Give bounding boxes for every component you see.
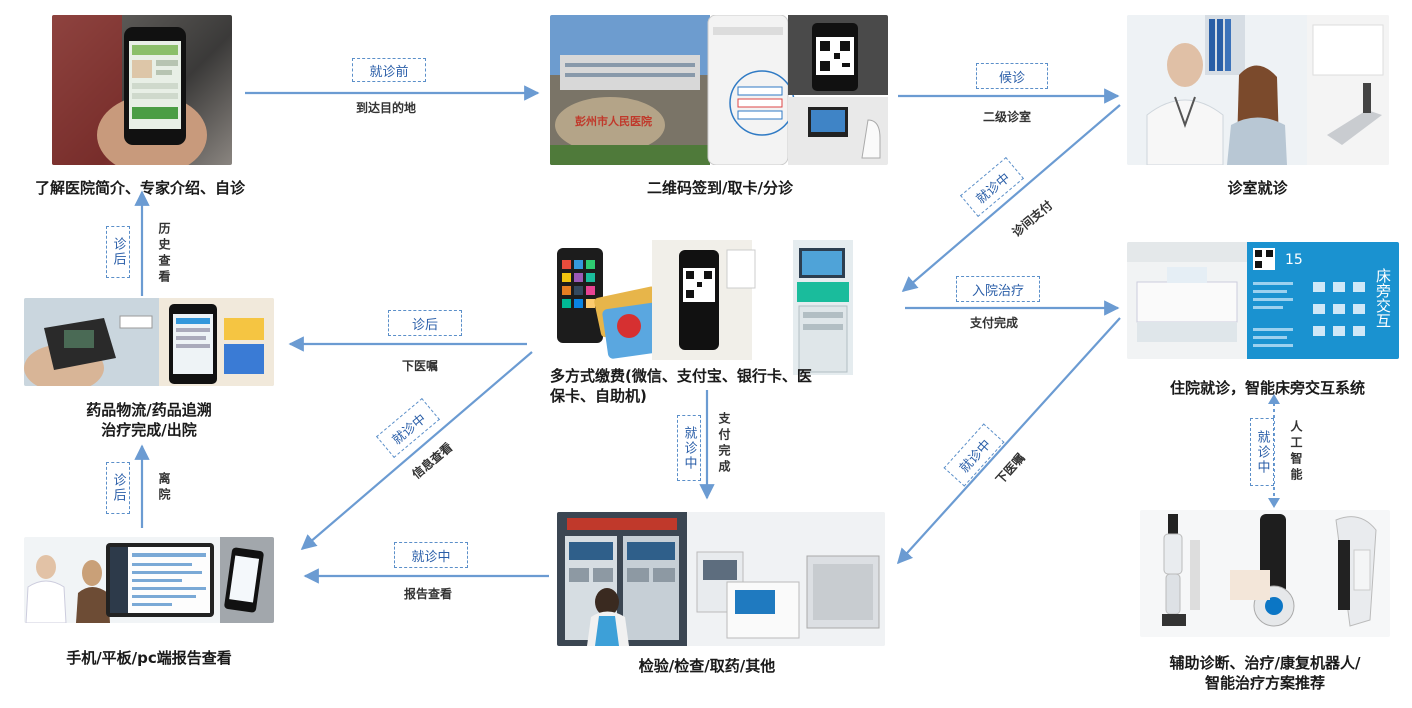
payment-photo <box>557 240 885 375</box>
node-payment-line2: 保卡、自助机) <box>550 387 647 405</box>
edge-tag-after-visit-3: 诊后 <box>106 462 130 514</box>
arrow-payment-to-report <box>300 351 533 551</box>
node-drug-line1: 药品物流/药品追溯 <box>86 401 212 419</box>
node-drug-logistics: 药品物流/药品追溯 治疗完成/出院 <box>14 400 284 440</box>
edge-tag-in-visit-2: 就诊中 <box>677 415 701 481</box>
node-payment: 多方式缴费(微信、支付宝、银行卡、医 保卡、自助机) <box>550 366 880 406</box>
edge-tag-after-visit-1: 诊后 <box>388 310 462 336</box>
edge-note-discharge: 离院 <box>157 472 171 504</box>
phone-icon <box>52 15 207 165</box>
node-inpatient: 住院就诊，智能床旁交互系统 <box>1169 379 1365 397</box>
edge-note-payment-done-1: 支付完成 <box>970 316 1019 330</box>
node-payment-line1: 多方式缴费(微信、支付宝、银行卡、医 <box>550 367 812 385</box>
consult-room-photo <box>1127 15 1389 165</box>
edge-note-payment-done-2: 支付完成 <box>717 412 731 476</box>
node-robot-line2: 智能治疗方案推荐 <box>1204 674 1325 692</box>
bedside-side-title: 床旁交互 <box>1374 268 1392 328</box>
robot-photo <box>1140 510 1390 637</box>
node-robot: 辅助诊断、治疗/康复机器人/ 智能治疗方案推荐 <box>1135 653 1395 693</box>
edge-note-arrive: 到达目的地 <box>356 101 417 115</box>
report-view-photo <box>24 537 274 623</box>
node-robot-line1: 辅助诊断、治疗/康复机器人/ <box>1169 654 1361 672</box>
edge-note-ai: 人工智能 <box>1289 420 1303 484</box>
hospital-stone-text: 彭州市人民医院 <box>575 114 652 128</box>
edge-tag-in-visit-6: 就诊中 <box>1250 418 1274 486</box>
edge-tag-waiting: 候诊 <box>976 63 1048 89</box>
node-qr-checkin: 二维码签到/取卡/分诊 <box>647 179 793 197</box>
edge-tag-before-visit: 就诊前 <box>352 58 426 82</box>
exam-photo <box>557 512 885 646</box>
bed-number: 15 <box>1285 252 1303 268</box>
edge-note-history: 历史查看 <box>157 222 171 286</box>
arrow-inpatient-to-exam <box>896 317 1121 565</box>
node-report-view: 手机/平板/pc端报告查看 <box>66 649 232 667</box>
hospital-intro-photo <box>52 15 232 165</box>
edge-tag-in-visit-4: 就诊中 <box>394 542 468 568</box>
edge-note-report-view: 报告查看 <box>404 587 453 601</box>
edge-tag-admission: 入院治疗 <box>956 276 1040 302</box>
node-drug-line2: 治疗完成/出院 <box>101 421 197 439</box>
edge-note-order-1: 下医嘱 <box>402 359 439 373</box>
drug-logistics-photo <box>24 298 274 386</box>
edge-note-secondary-room: 二级诊室 <box>983 110 1032 124</box>
arrow-consult-to-payment <box>901 104 1121 293</box>
node-hospital-intro: 了解医院简介、专家介绍、自诊 <box>34 179 245 197</box>
edge-tag-after-visit-2: 诊后 <box>106 226 130 278</box>
node-consult-room: 诊室就诊 <box>1227 179 1288 197</box>
qr-checkin-photo: 彭州市人民医院 <box>550 15 888 165</box>
node-exam: 检验/检查/取药/其他 <box>638 657 776 675</box>
inpatient-photo: 15 床旁交互 <box>1127 242 1399 359</box>
